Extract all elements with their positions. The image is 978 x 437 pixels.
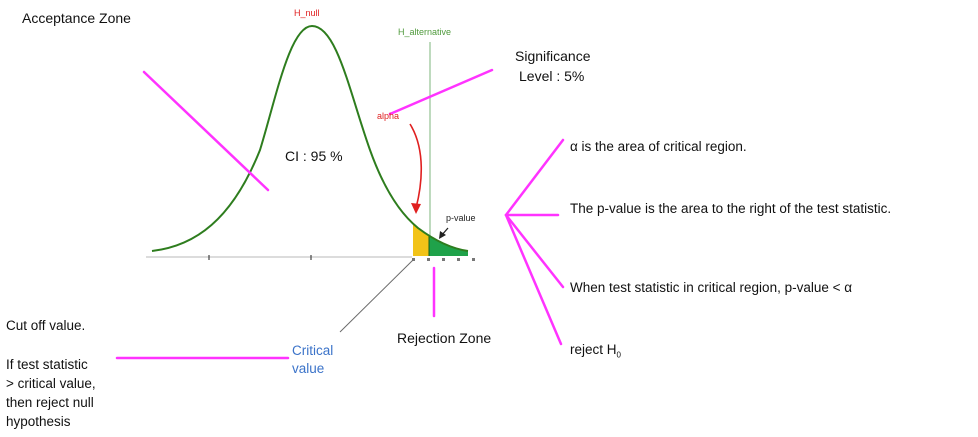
acceptance-zone-pointer	[142, 70, 270, 192]
critical-value-pointer	[339, 259, 414, 333]
significance-pointer	[388, 68, 494, 116]
alpha-arrow	[409, 123, 423, 209]
significance-label-line2: Level : 5%	[519, 68, 585, 84]
rejection-zone-label: Rejection Zone	[397, 330, 492, 346]
reject-h0-label: reject H0	[570, 342, 621, 360]
p-value-description: The p-value is the area to the right of …	[570, 201, 892, 216]
h-null-label: H_null	[294, 8, 320, 18]
if-statistic-line-4: hypothesis	[6, 414, 71, 429]
fan-critical-region	[504, 213, 565, 289]
critical-region-description: When test statistic in critical region, …	[570, 280, 853, 295]
fan-alpha	[504, 138, 565, 217]
fan-reject	[504, 213, 563, 346]
p-value-label: p-value	[446, 213, 476, 223]
alpha-label: alpha	[377, 111, 400, 121]
p-value-arrowhead	[439, 231, 446, 239]
if-statistic-line-2: > critical value,	[6, 376, 96, 391]
if-statistic-line-1: If test statistic	[6, 357, 88, 372]
alpha-region	[413, 224, 429, 256]
reject-subscript: 0	[616, 350, 621, 360]
alpha-description: α is the area of critical region.	[570, 139, 747, 154]
null-distribution-curve	[151, 24, 469, 252]
confidence-interval-label: CI : 95 %	[285, 148, 343, 164]
reject-prefix: reject H	[570, 342, 617, 357]
if-statistic-line-3: then reject null	[6, 395, 94, 410]
critical-value-label-line1: Critical	[292, 343, 334, 358]
cut-off-label: Cut off value.	[6, 318, 86, 333]
rejection-axis-dots	[412, 258, 475, 261]
acceptance-zone-label: Acceptance Zone	[22, 10, 131, 26]
significance-label-line1: Significance	[515, 48, 591, 64]
alpha-arrowhead	[411, 203, 421, 214]
h-alternative-label: H_alternative	[398, 27, 452, 37]
critical-value-label-line2: value	[292, 361, 325, 376]
